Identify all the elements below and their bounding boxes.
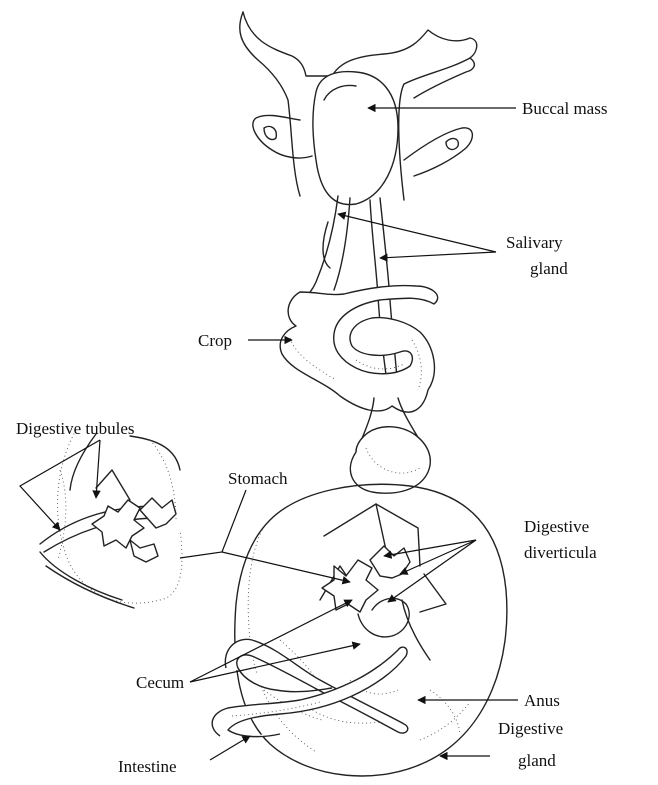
intestine-organ [212,639,408,736]
label-salivary-line2: gland [530,259,568,278]
internal-structures [320,504,446,660]
label-diverticula-line1: Digestive [524,517,589,536]
crop-organ [280,285,437,412]
label-cecum: Cecum [136,673,184,692]
label-buccal-mass: Buccal mass [522,99,607,118]
label-salivary-line1: Salivary [506,233,563,252]
label-anus: Anus [524,691,560,710]
label-gland-line2: gland [518,751,556,770]
label-intestine: Intestine [118,757,177,776]
label-gland-line1: Digestive [498,719,563,738]
esophagus-lower [350,398,430,493]
label-stomach: Stomach [228,469,288,488]
digestive-gland [235,484,507,776]
label-digestive-tubules: Digestive tubules [16,419,135,438]
label-diverticula-line2: diverticula [524,543,597,562]
tubules-inset [40,430,182,608]
label-crop: Crop [198,331,232,350]
buccal-mass [313,72,398,205]
